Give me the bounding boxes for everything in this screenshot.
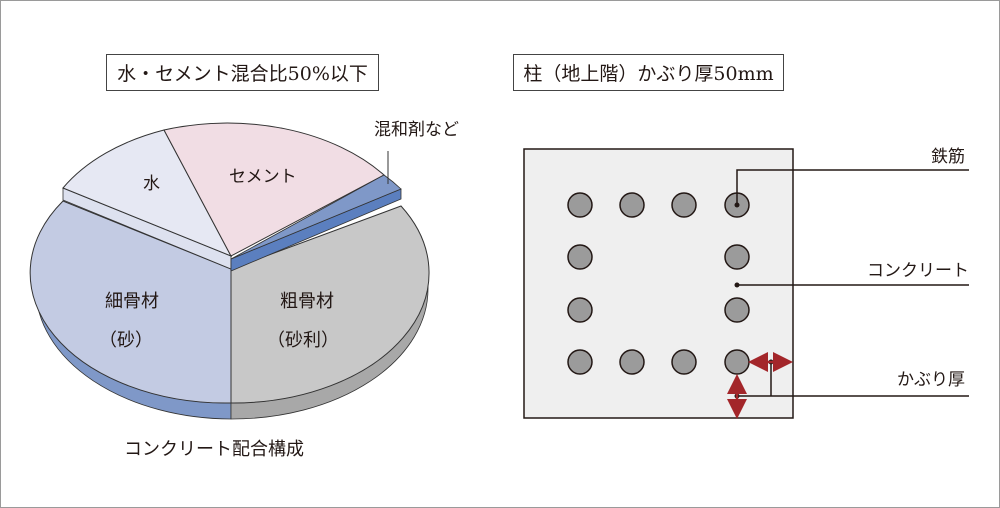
rebar	[567, 244, 593, 270]
rebar	[619, 192, 645, 218]
cover-label: かぶり厚	[897, 370, 965, 390]
leader-lines	[736, 169, 969, 397]
concrete-pointer-dot	[734, 282, 740, 288]
concrete-label: コンクリート	[867, 261, 969, 281]
rebar	[724, 297, 750, 323]
rebar	[567, 349, 593, 375]
left-title-box: 水・セメント混合比50%以下	[106, 54, 379, 91]
admixture-slice	[230, 174, 402, 260]
column-concrete	[523, 148, 794, 419]
rebar	[671, 192, 697, 218]
admixture-label: 混和剤など	[374, 120, 459, 140]
rebar	[567, 297, 593, 323]
rebar	[724, 244, 750, 270]
left-title: 水・セメント混合比50%以下	[117, 63, 368, 85]
rebar	[619, 349, 645, 375]
water-slice	[62, 129, 233, 257]
right-title: 柱（地上階）かぶり厚50mm	[523, 63, 774, 85]
right-title-box: 柱（地上階）かぶり厚50mm	[513, 54, 784, 91]
water-label: 水	[143, 174, 160, 194]
rebar-pointer-dot	[734, 202, 740, 208]
cement-slice	[163, 122, 385, 257]
coarse-aggregate-label: 粗骨材	[280, 291, 334, 312]
fine-aggregate-note: （砂）	[99, 330, 153, 351]
rebar	[671, 349, 697, 375]
rebar	[567, 192, 593, 218]
rebar-label: 鉄筋	[931, 147, 965, 167]
fine-aggregate-slice	[29, 200, 232, 404]
cement-label: セメント	[229, 167, 297, 187]
rebar	[724, 349, 750, 375]
coarse-aggregate-slice	[230, 205, 430, 404]
coarse-aggregate-note: （砂利）	[267, 330, 339, 351]
fine-aggregate-label: 細骨材	[105, 291, 159, 312]
pie-caption: コンクリート配合構成	[124, 439, 304, 460]
